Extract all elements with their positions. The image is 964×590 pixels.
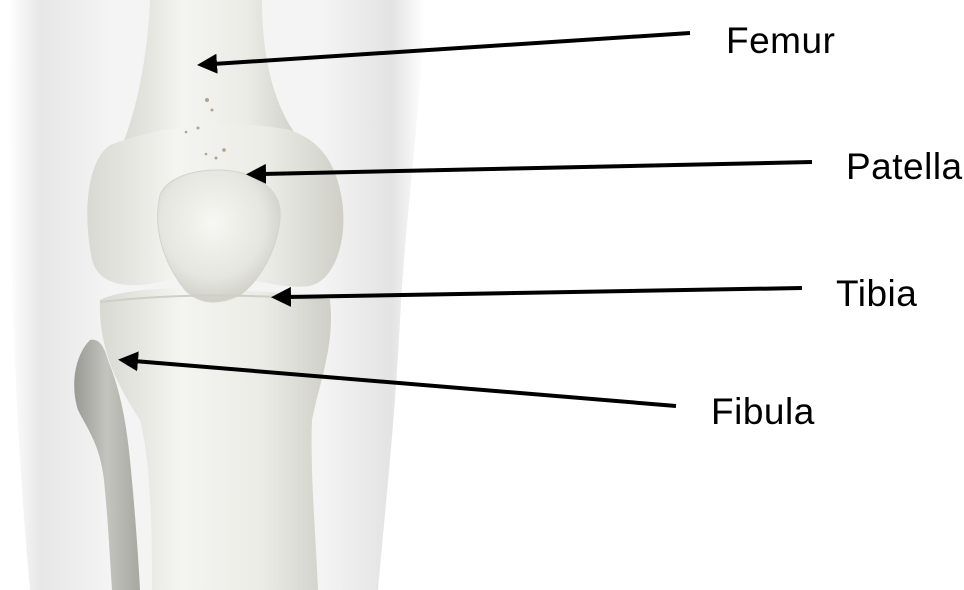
patella-label: Patella <box>846 148 963 185</box>
tibia-label: Tibia <box>836 275 917 312</box>
fibula-label: Fibula <box>711 393 815 430</box>
femur-label: Femur <box>726 22 835 59</box>
